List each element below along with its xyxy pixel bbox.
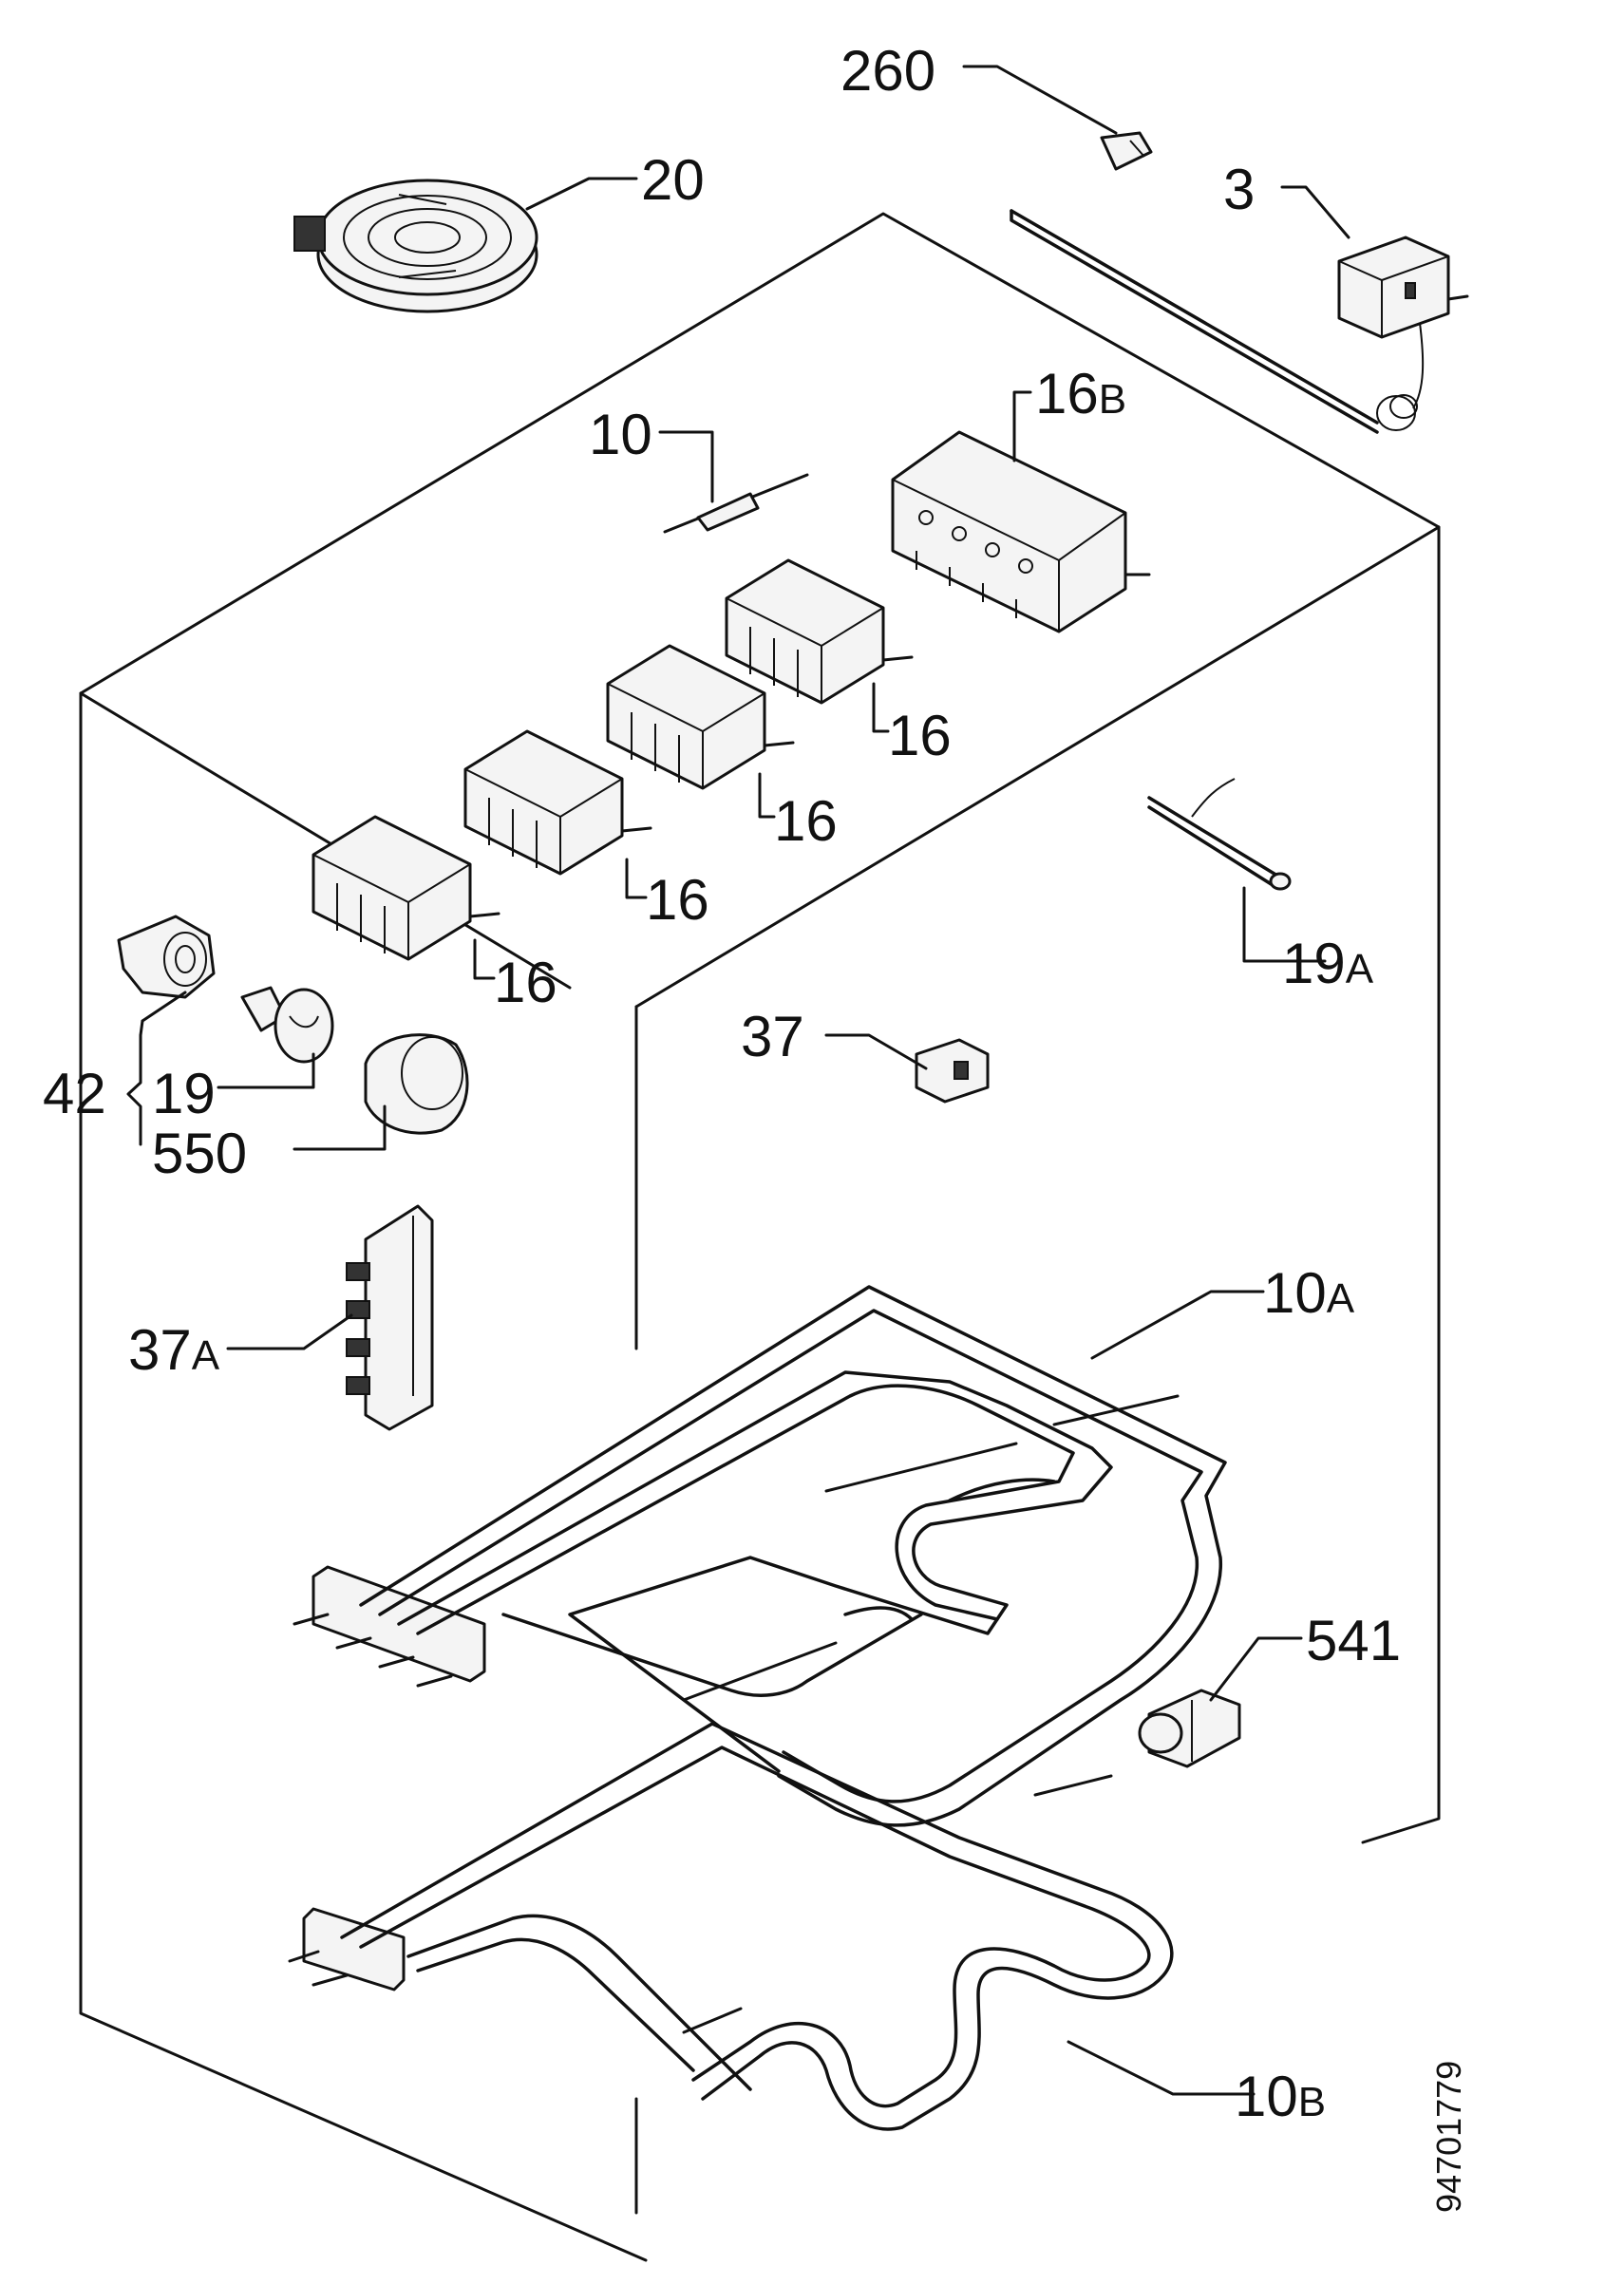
terminal-strip-37a <box>346 1204 434 1431</box>
label-260: 260 <box>840 39 935 103</box>
switch-16-b <box>606 644 795 790</box>
label-541: 541 <box>1306 1609 1401 1672</box>
housing-outline <box>79 212 1441 2262</box>
label-10a: 10A <box>1263 1261 1355 1325</box>
label-10b: 10B <box>1235 2065 1326 2128</box>
label-16-c: 16 <box>646 868 709 932</box>
label-16-d: 16 <box>494 951 557 1014</box>
label-19a: 19A <box>1282 932 1374 995</box>
heating-element-10a <box>293 1285 1227 1827</box>
lamp-holder-42 <box>117 915 216 999</box>
label-16-a: 16 <box>888 704 952 767</box>
clip-260 <box>1100 131 1153 171</box>
leader-lines <box>126 65 1350 2096</box>
lamp-cover-550 <box>364 1033 469 1135</box>
lamp-bulb-19 <box>240 986 334 1064</box>
sensor-19a <box>1147 778 1292 891</box>
label-20: 20 <box>641 148 705 212</box>
hob-plate-20 <box>293 179 538 313</box>
part-labels: 260 20 3 10 16B 16 16 16 16 19A 37 42 19… <box>43 39 1468 2213</box>
label-37a: 37A <box>128 1318 220 1382</box>
label-42: 42 <box>43 1062 106 1125</box>
label-550: 550 <box>152 1122 247 1185</box>
door-switch-541 <box>1138 1689 1241 1768</box>
switch-16-a <box>725 558 914 705</box>
label-16-b: 16 <box>774 789 838 853</box>
switch-16-c <box>463 729 652 876</box>
heating-element-10b <box>288 1722 1174 2131</box>
label-19: 19 <box>152 1062 216 1125</box>
terminal-block-37 <box>915 1038 990 1104</box>
drawing-number: 94701779 <box>1429 2061 1468 2213</box>
switch-16b <box>891 430 1151 633</box>
thermostat-3 <box>1010 209 1469 434</box>
switch-16-d <box>312 815 500 961</box>
label-10: 10 <box>589 403 652 466</box>
label-37: 37 <box>741 1005 804 1068</box>
label-3: 3 <box>1223 158 1255 221</box>
label-16b: 16B <box>1035 362 1126 425</box>
fuse-10 <box>663 473 809 534</box>
